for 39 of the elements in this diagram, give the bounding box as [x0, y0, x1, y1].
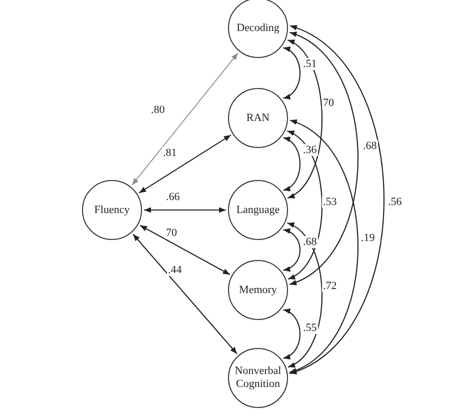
variable-label: Decoding [236, 22, 280, 34]
edge-label: .81 [162, 147, 178, 159]
edge-label: .44 [167, 264, 183, 276]
edge-label: 70 [165, 227, 178, 239]
double-headed-arrow [283, 137, 300, 191]
edge-label: .36 [302, 144, 318, 156]
edge-label: .68 [362, 140, 378, 152]
double-headed-arrow [287, 40, 322, 198]
variable-label: Fluency [94, 204, 130, 216]
double-headed-arrow [289, 120, 358, 373]
variable-circle [228, 0, 288, 58]
double-headed-arrow [138, 134, 232, 194]
edge-label: .72 [322, 280, 338, 292]
edge-label: .55 [302, 322, 318, 334]
double-headed-arrow [286, 130, 322, 280]
double-headed-arrow [289, 32, 358, 285]
double-headed-arrow [289, 25, 384, 374]
edge-label: .19 [360, 232, 376, 244]
variable-label: RAN [246, 112, 270, 124]
double-headed-arrow [283, 47, 301, 99]
edge-label: .56 [387, 196, 403, 208]
variable-circle [228, 348, 288, 408]
variable-circle [82, 180, 142, 240]
variable-label: Memory [239, 284, 277, 296]
double-headed-arrow [132, 52, 238, 186]
double-headed-arrow [144, 207, 226, 213]
edge-label: .51 [302, 58, 318, 70]
edge-label: .53 [322, 196, 338, 208]
edge-label: 70 [322, 97, 335, 109]
double-headed-arrow [283, 309, 300, 359]
variable-label: Nonverbal Cognition [234, 365, 282, 391]
double-headed-arrow [132, 234, 238, 354]
double-headed-arrow [283, 229, 300, 271]
edge-label: .80 [150, 104, 166, 116]
edge-label: .68 [302, 236, 318, 248]
variable-label: Language [236, 204, 280, 216]
edge-label: .66 [165, 191, 181, 203]
double-headed-arrow [140, 224, 230, 276]
double-headed-arrow [286, 222, 322, 368]
